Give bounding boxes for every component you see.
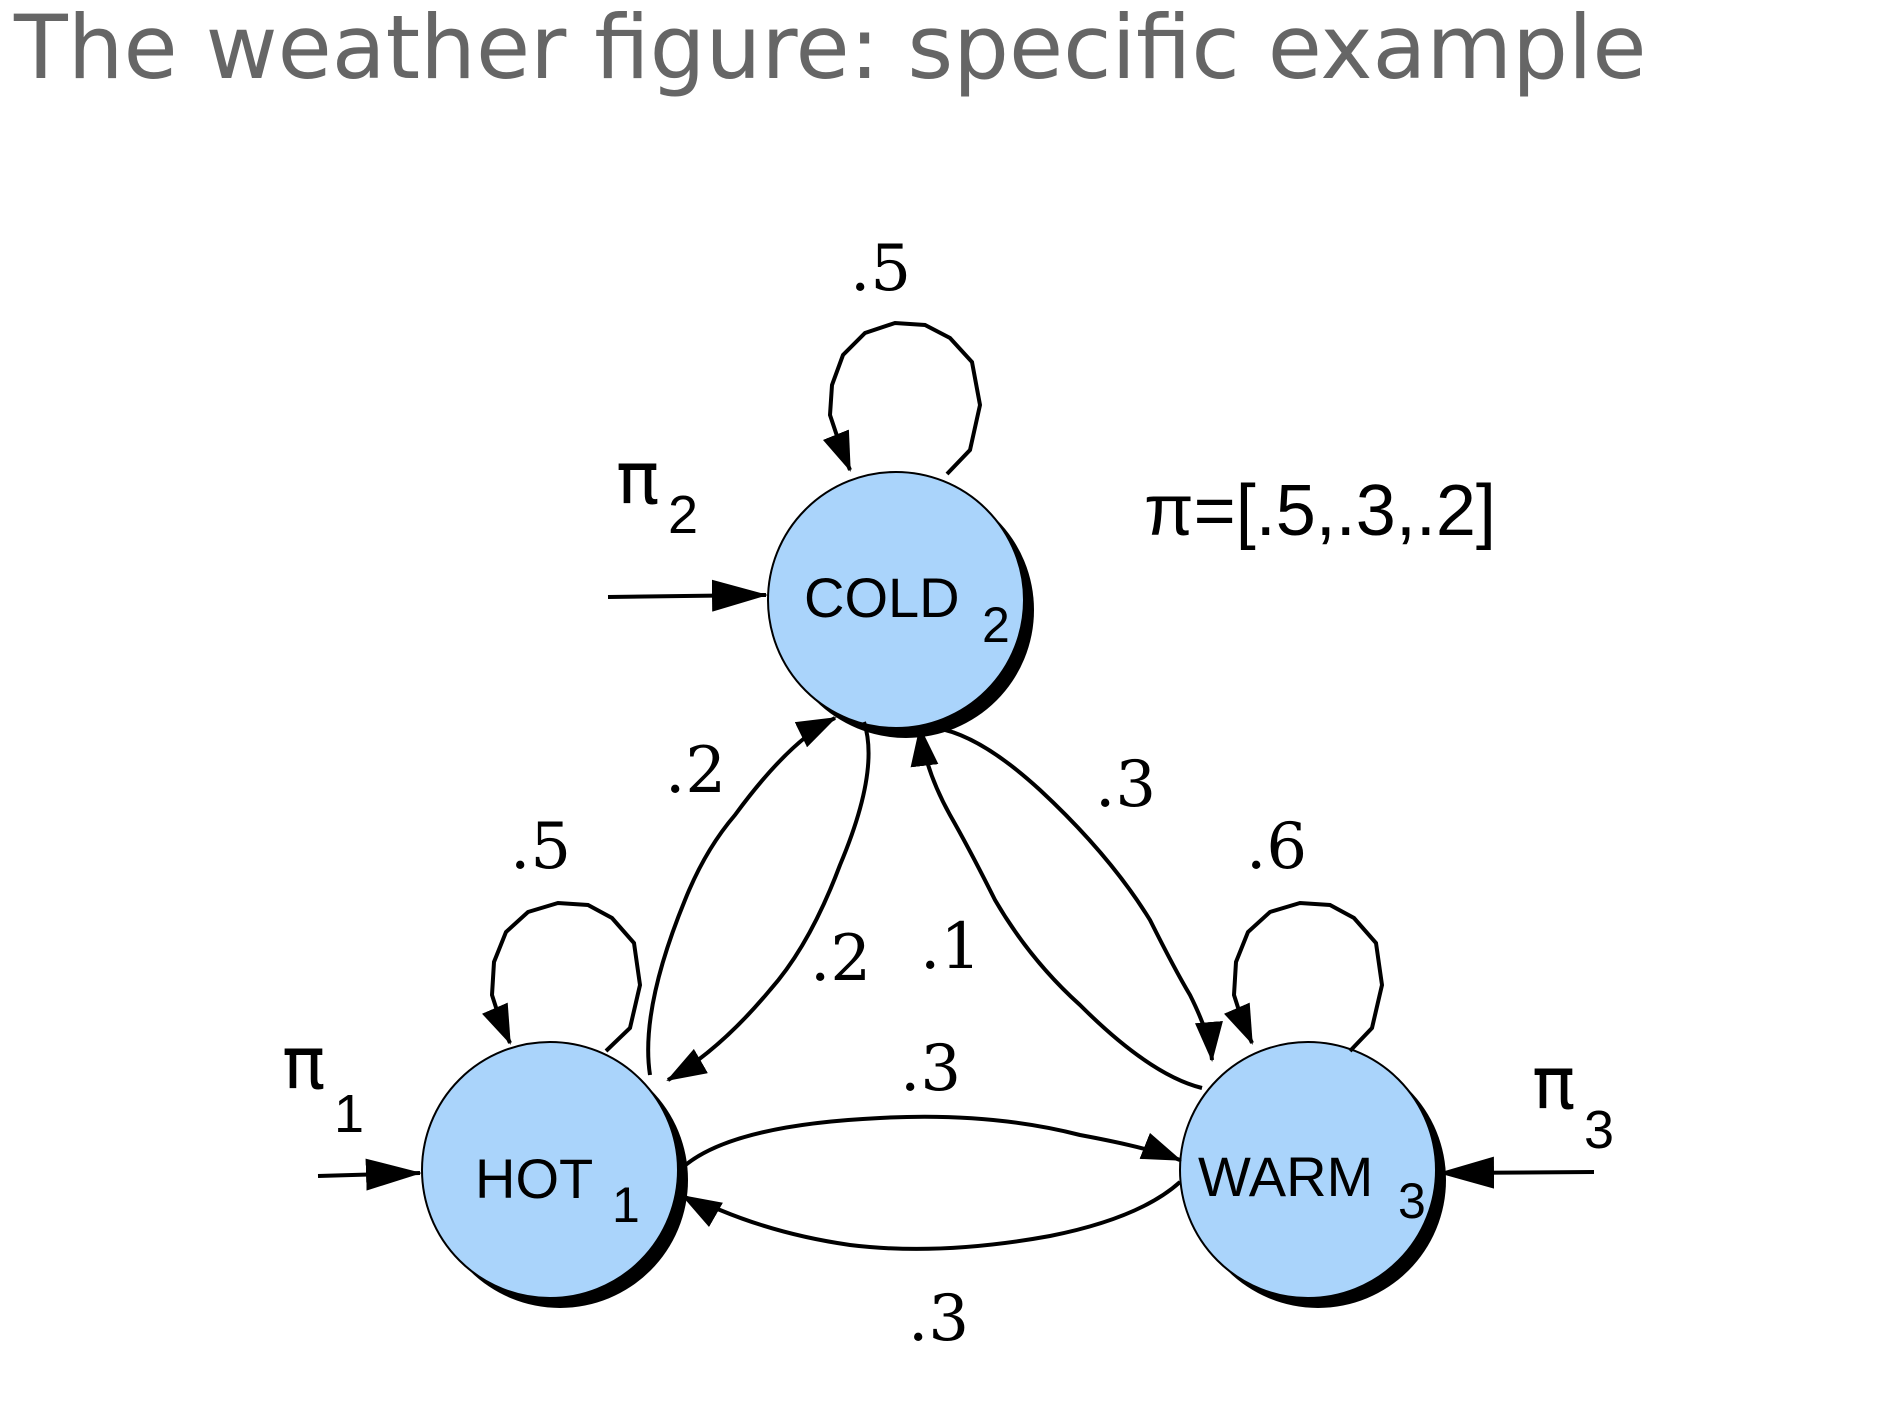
edge-label-hot-cold: .2 bbox=[665, 734, 726, 808]
state-warm-label: WARM bbox=[1198, 1145, 1373, 1208]
initial-label-warm: π bbox=[1532, 1041, 1575, 1125]
edge-label-cold-hot: .2 bbox=[810, 922, 871, 996]
initial-label-hot-subscript: 1 bbox=[334, 1084, 364, 1144]
edge-label-hot-warm: .3 bbox=[900, 1032, 961, 1106]
initial-label-hot: π bbox=[282, 1021, 325, 1105]
state-hot-label: HOT bbox=[475, 1147, 593, 1210]
initial-arrow-cold bbox=[607, 579, 768, 612]
initial-label-warm-subscript: 3 bbox=[1584, 1100, 1614, 1160]
edge-label-warm-cold: .1 bbox=[920, 910, 981, 984]
state-warm-subscript: 3 bbox=[1398, 1173, 1426, 1229]
edge-cold-to-warm bbox=[935, 726, 1223, 1062]
initial-arrow-hot bbox=[317, 1158, 422, 1191]
edge-label-warm-warm: .6 bbox=[1246, 810, 1307, 884]
edge-hot-to-hot bbox=[482, 900, 643, 1053]
state-hot: HOT 1 bbox=[421, 1041, 688, 1308]
edge-hot-to-warm bbox=[680, 1114, 1182, 1170]
edge-cold-to-cold bbox=[822, 320, 983, 476]
initial-arrow-warm bbox=[1438, 1156, 1595, 1189]
edge-label-warm-hot: .3 bbox=[908, 1282, 969, 1356]
state-cold-circle bbox=[767, 471, 1025, 729]
edge-hot-to-cold bbox=[646, 716, 837, 1076]
state-hot-circle bbox=[421, 1041, 679, 1299]
edge-cold-to-hot bbox=[666, 721, 871, 1082]
state-cold-subscript: 2 bbox=[982, 597, 1010, 653]
state-cold-label: COLD bbox=[804, 566, 960, 629]
initial-distribution-vector: π=[.5,.3,.2] bbox=[1144, 471, 1496, 551]
initial-label-cold: π bbox=[616, 436, 659, 520]
edge-warm-to-hot bbox=[681, 1180, 1182, 1251]
state-cold: COLD 2 bbox=[767, 471, 1034, 738]
edge-warm-to-warm bbox=[1224, 900, 1385, 1053]
edge-label-cold-cold: .5 bbox=[850, 232, 911, 306]
state-warm: WARM 3 bbox=[1179, 1041, 1446, 1308]
state-warm-circle bbox=[1179, 1041, 1437, 1299]
edge-label-hot-hot: .5 bbox=[510, 810, 571, 884]
initial-label-cold-subscript: 2 bbox=[668, 485, 698, 545]
slide-title: The weather figure: specific example bbox=[14, 0, 1647, 99]
edge-warm-to-cold bbox=[910, 726, 1203, 1090]
state-hot-subscript: 1 bbox=[612, 1177, 640, 1233]
edge-label-cold-warm: .3 bbox=[1095, 748, 1156, 822]
